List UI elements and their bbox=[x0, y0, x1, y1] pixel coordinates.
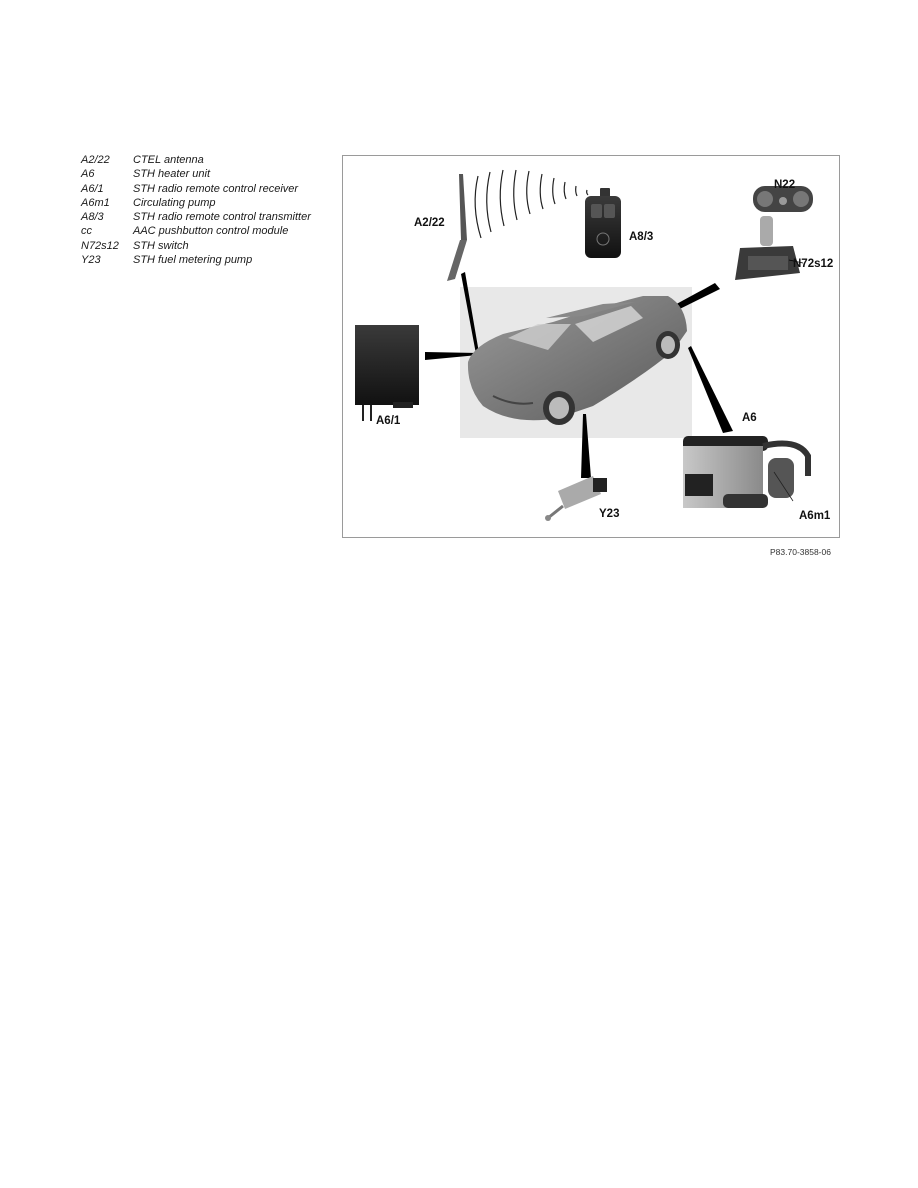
legend-row: cc AAC pushbutton control module bbox=[81, 224, 331, 238]
figure-caption: P83.70-3858-06 bbox=[770, 547, 831, 557]
gear-selector-switch-icon bbox=[735, 216, 804, 280]
fuel-metering-pump-icon bbox=[545, 476, 607, 521]
legend-description: STH radio remote control receiver bbox=[133, 182, 299, 195]
label-y23: Y23 bbox=[599, 508, 620, 520]
legend-row: A6 STH heater unit bbox=[81, 167, 331, 181]
legend-row: Y23 STH fuel metering pump bbox=[81, 253, 331, 267]
legend-description: Circulating pump bbox=[133, 196, 216, 209]
component-legend: A2/22 CTEL antenna A6 STH heater unit A6… bbox=[81, 153, 331, 267]
legend-row: A6m1 Circulating pump bbox=[81, 196, 331, 210]
diagram-illustration bbox=[355, 169, 813, 521]
legend-description: CTEL antenna bbox=[133, 154, 204, 166]
radio-receiver-icon bbox=[355, 325, 419, 421]
legend-code: A6m1 bbox=[81, 196, 110, 209]
aac-control-module-icon bbox=[753, 186, 813, 212]
legend-code: A2/22 bbox=[81, 154, 110, 166]
legend-code: Y23 bbox=[81, 254, 101, 267]
legend-code: A6/1 bbox=[81, 182, 104, 195]
system-overview-figure: A2/22 A8/3 N22 N72s12 A6/1 A6 A6m1 Y23 bbox=[342, 155, 840, 538]
connector-antenna bbox=[461, 272, 479, 354]
legend-description: STH switch bbox=[133, 239, 189, 252]
connector-fuel-pump bbox=[581, 414, 591, 478]
label-n22: N22 bbox=[774, 179, 796, 191]
label-n72s12: N72s12 bbox=[793, 258, 834, 270]
legend-description: AAC pushbutton control module bbox=[133, 225, 289, 238]
legend-code: A8/3 bbox=[81, 211, 104, 224]
heater-unit-icon bbox=[683, 436, 811, 508]
car-illustration bbox=[467, 296, 687, 425]
label-a6m1: A6m1 bbox=[799, 510, 831, 522]
legend-code: A6 bbox=[81, 168, 95, 181]
label-a6: A6 bbox=[742, 412, 757, 424]
legend-description: STH heater unit bbox=[133, 168, 211, 181]
connector-receiver bbox=[425, 352, 478, 360]
radio-waves-icon bbox=[474, 169, 589, 239]
antenna-icon bbox=[447, 174, 467, 281]
legend-code: N72s12 bbox=[81, 239, 119, 252]
legend-row: A2/22 CTEL antenna bbox=[81, 153, 331, 167]
legend-description: STH fuel metering pump bbox=[133, 254, 253, 267]
legend-code: cc bbox=[81, 225, 92, 238]
legend-description: STH radio remote control transmitter bbox=[133, 211, 311, 224]
label-a8-3: A8/3 bbox=[629, 231, 654, 243]
connector-heater bbox=[688, 346, 733, 433]
legend-row: A6/1 STH radio remote control receiver bbox=[81, 182, 331, 196]
legend-row: N72s12 STH switch bbox=[81, 239, 331, 253]
label-a6-1: A6/1 bbox=[376, 415, 401, 427]
legend-row: A8/3 STH radio remote control transmitte… bbox=[81, 210, 331, 224]
remote-transmitter-icon bbox=[585, 188, 621, 258]
label-a2-22: A2/22 bbox=[414, 217, 445, 229]
